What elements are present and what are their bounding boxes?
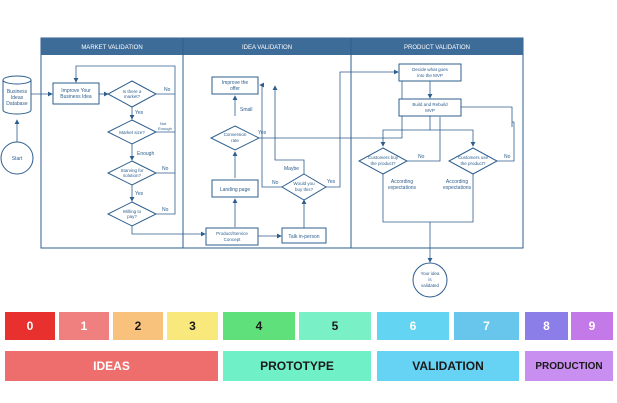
not-enough-line1: Not <box>160 121 167 126</box>
yes-label-2: Yes <box>135 191 144 197</box>
decide-mvp-line1: Decide what goes <box>412 67 449 72</box>
willing-line1: Willing to <box>123 209 142 214</box>
enough-label: Enough <box>137 151 154 157</box>
according1-line1: According <box>391 179 413 185</box>
buy-this-line2: buy this? <box>295 187 314 192</box>
is-market-line1: Is there a <box>123 89 142 94</box>
yes-label-4: Yes <box>327 179 336 185</box>
score-1-box: 1 <box>59 312 109 340</box>
product-header <box>351 38 523 55</box>
willing-line2: pay? <box>127 214 137 219</box>
improve-offer-node <box>211 76 259 95</box>
maybe-label: Maybe <box>284 166 299 172</box>
database-line2: Ideas <box>11 95 24 101</box>
stage-validation-label: VALIDATION <box>412 359 484 373</box>
according2-line1: According <box>446 179 468 185</box>
landing-page-label: Landing page <box>220 187 251 193</box>
concept-node <box>205 227 259 246</box>
flowchart: MARKET VALIDATION IDEA VALIDATION PRODUC… <box>0 37 524 298</box>
score-0-label: 0 <box>26 319 34 333</box>
idea-header <box>183 38 351 55</box>
no-label-1: No <box>164 87 171 93</box>
improve-idea-line2: Business Idea <box>60 94 92 100</box>
customers-use-line1: Customers use <box>458 155 489 160</box>
stage-production-box: PRODUCTION <box>525 351 613 381</box>
database-line1: Business <box>7 89 28 95</box>
score-6-box: 6 <box>377 312 449 340</box>
score-2-label: 2 <box>134 319 142 333</box>
build-mvp-line2: MVP <box>425 108 435 113</box>
no-label-3: No <box>162 207 169 213</box>
stage-production-label: PRODUCTION <box>535 360 603 372</box>
buy-this-line1: Would you <box>293 181 315 186</box>
stage-prototype-box: PROTOTYPE <box>223 351 371 381</box>
score-8-label: 8 <box>543 319 550 333</box>
idea-title: IDEA VALIDATION <box>242 45 292 51</box>
is-market-line2: market? <box>124 94 141 99</box>
start-label: Start <box>12 156 23 162</box>
score-6-label: 6 <box>409 319 417 333</box>
score-4-box: 4 <box>223 312 295 340</box>
buy-this-diamond <box>281 173 327 201</box>
not-enough-line2: Enough <box>158 126 172 131</box>
score-3-label: 3 <box>189 319 196 333</box>
score-5-box: 5 <box>299 312 371 340</box>
improve-idea-node <box>52 82 100 105</box>
validated-line1: Your idea <box>421 271 440 276</box>
improve-offer-line2: offer <box>230 86 240 92</box>
customers-buy-line1: Customers buy <box>368 155 399 160</box>
starving-line2: solution? <box>123 173 142 178</box>
score-3-box: 3 <box>167 312 218 340</box>
small-label: Small <box>240 107 253 113</box>
score-4-label: 4 <box>255 319 263 333</box>
concept-line1: Product/Service <box>216 231 248 236</box>
starving-line1: Starving for <box>120 168 144 173</box>
no-label-4: No <box>272 180 279 186</box>
market-title: MARKET VALIDATION <box>81 45 142 51</box>
database-line3: Database <box>6 101 28 107</box>
landing-page-node <box>211 179 259 198</box>
market-header <box>41 38 183 55</box>
score-8-box: 8 <box>525 312 568 340</box>
score-5-label: 5 <box>331 319 339 333</box>
improve-offer-line1: Improve the <box>222 80 249 86</box>
yes-label-1: Yes <box>135 110 144 116</box>
stage-validation-box: VALIDATION <box>377 351 519 381</box>
score-0-box: 0 <box>5 312 55 340</box>
conversion-diamond <box>209 125 261 151</box>
stage-ideas-label: IDEAS <box>93 359 130 373</box>
product-title: PRODUCT VALIDATION <box>404 45 470 51</box>
score-2-box: 2 <box>113 312 163 340</box>
score-7-label: 7 <box>483 319 490 333</box>
market-size-label: Market size? <box>119 130 145 135</box>
conversion-line1: Conversion <box>224 132 247 137</box>
score-9-label: 9 <box>588 319 596 333</box>
score-1-label: 1 <box>80 319 88 333</box>
according1-line2: expectations <box>388 185 417 191</box>
validated-line3: validated <box>421 283 440 288</box>
database-node: Business Ideas Database <box>2 75 32 115</box>
score-9-box: 9 <box>571 312 613 340</box>
according2-line2: expectations <box>443 185 472 191</box>
improve-idea-line1: Improve Your <box>61 88 91 94</box>
no-label-2: No <box>162 166 169 172</box>
customers-use-line2: the product? <box>460 161 486 166</box>
score-7-box: 7 <box>454 312 519 340</box>
validated-node <box>412 262 448 298</box>
conversion-line2: rate <box>231 138 239 143</box>
customers-buy-line2: the product? <box>370 161 396 166</box>
no-label-6: No <box>504 154 511 160</box>
decide-mvp-line2: into the MVP <box>417 73 443 78</box>
talk-in-person-label: Talk in-person <box>288 234 319 240</box>
stage-ideas-box: IDEAS <box>5 351 218 381</box>
stage-prototype-label: PROTOTYPE <box>260 359 334 373</box>
validated-line2: is <box>428 277 432 282</box>
concept-line2: Concept <box>224 237 242 242</box>
build-mvp-line1: Build and Rebuild <box>412 102 448 107</box>
no-label-5: No <box>418 154 425 160</box>
